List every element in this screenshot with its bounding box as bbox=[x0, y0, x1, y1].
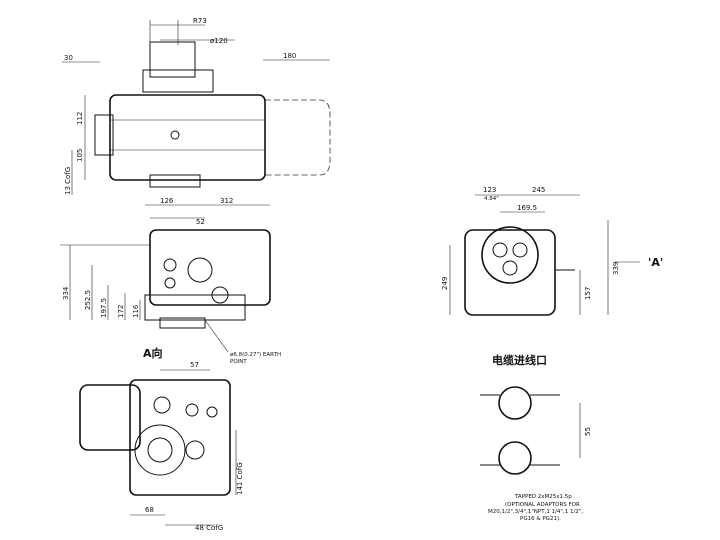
dim-157: 157 bbox=[584, 287, 592, 300]
note-line-1: TAPPED 2xM25x1.5p bbox=[514, 494, 572, 500]
end-view: 123 4.84" 245 169.5 249 339 157 'A' bbox=[441, 186, 663, 316]
earth-point-label-1: ø6.8(0.27") EARTH bbox=[230, 352, 281, 358]
dim-334: 334 bbox=[62, 286, 70, 300]
earth-point-label-2: POINT bbox=[230, 359, 247, 365]
dim-339: 339 bbox=[612, 262, 620, 275]
dim-57: 57 bbox=[190, 361, 199, 369]
cable-entry-title: 电缆进线口 bbox=[492, 353, 547, 367]
view-a-title: A向 bbox=[143, 346, 163, 360]
cable-entry-detail: 电缆进线口 55 TAPPED 2xM25x1.5p (OPTIONAL ADA… bbox=[480, 353, 592, 522]
dim-48-cofg: 48 CofG bbox=[195, 524, 223, 532]
dim-123: 123 bbox=[483, 186, 496, 194]
dim-169-5: 169.5 bbox=[517, 204, 537, 212]
dim-249: 249 bbox=[441, 277, 449, 290]
dim-141-cofg: 141 CofG bbox=[236, 462, 244, 495]
dim-116: 116 bbox=[132, 304, 140, 318]
dim-245: 245 bbox=[532, 186, 545, 194]
dim-r73: R73 bbox=[193, 17, 207, 25]
dim-13-cofg: 13 CofG bbox=[64, 167, 72, 195]
side-view: 126 52 312 334 252.5 197.5 172 116 ø6.8(… bbox=[60, 197, 281, 365]
view-a-arrow-label: 'A' bbox=[648, 256, 663, 269]
dim-dia120: ø120 bbox=[210, 37, 228, 45]
dim-68: 68 bbox=[145, 506, 154, 514]
dim-105: 105 bbox=[76, 149, 84, 162]
dim-55: 55 bbox=[584, 427, 592, 436]
dim-123-inch: 4.84" bbox=[484, 196, 499, 202]
dim-252-5: 252.5 bbox=[84, 290, 92, 310]
dim-312: 312 bbox=[220, 197, 233, 205]
top-view: R73 ø120 30 180 112 105 13 CofG bbox=[62, 17, 331, 195]
dim-126: 126 bbox=[160, 197, 174, 205]
note-line-4: PG16 & PG21). bbox=[520, 516, 561, 522]
dim-112: 112 bbox=[76, 112, 84, 125]
note-line-2: (OPTIONAL ADAPTORS FOR bbox=[505, 502, 580, 508]
view-a: A向 57 141 CofG 68 48 CofG bbox=[79, 346, 244, 532]
dim-197-5: 197.5 bbox=[100, 298, 108, 318]
dim-30: 30 bbox=[64, 54, 73, 62]
dim-52: 52 bbox=[196, 218, 205, 226]
dim-180: 180 bbox=[283, 52, 296, 60]
dim-172: 172 bbox=[117, 305, 125, 318]
note-line-3: M20,1/2",3/4",1"NPT,1 1/4",1 1/2", bbox=[488, 509, 583, 515]
